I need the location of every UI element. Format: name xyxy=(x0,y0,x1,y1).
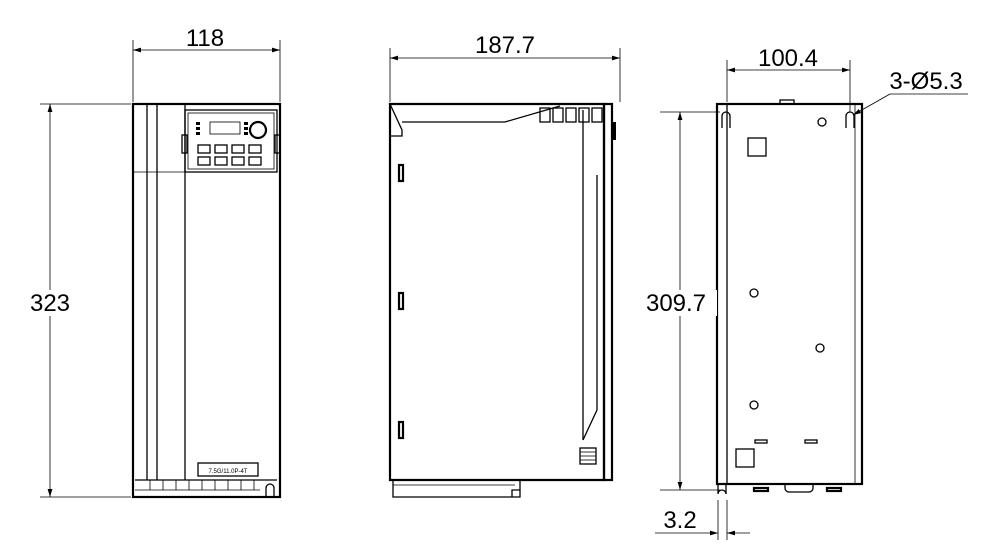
side-view xyxy=(388,102,616,498)
mount-holes-dimension: 3-Ø5.3 xyxy=(889,68,962,95)
mount-height-dimension: 309.7 xyxy=(646,290,706,317)
front-view: 7.5G/11.0P-4T xyxy=(131,102,282,499)
side-depth-dimension: 187.7 xyxy=(475,32,535,59)
keypad-panel xyxy=(181,109,281,173)
nameplate-text: 7.5G/11.0P-4T xyxy=(209,469,248,475)
nameplate xyxy=(197,462,259,477)
front-height-dimension: 323 xyxy=(30,290,70,317)
back-view xyxy=(715,99,864,495)
flange-offset-dimension: 3.2 xyxy=(663,507,696,534)
mount-width-dimension: 100.4 xyxy=(758,45,818,72)
front-width-dimension: 118 xyxy=(186,25,224,52)
